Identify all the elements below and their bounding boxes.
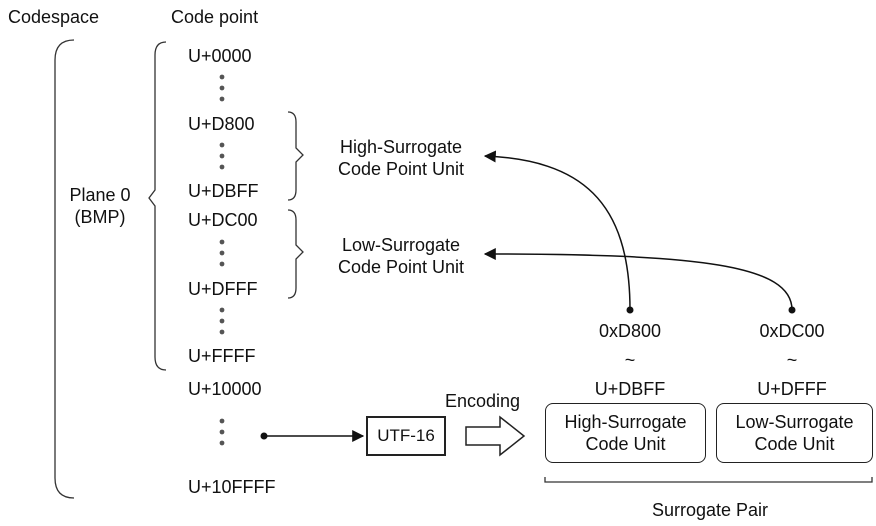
low-surrogate-unit-line1: Low-Surrogate	[341, 235, 461, 255]
high-code-unit-line2: Code Unit	[585, 434, 666, 454]
pair-bracket	[544, 477, 873, 483]
high-range-brace	[287, 111, 304, 201]
encoding-label: Encoding	[445, 391, 521, 411]
code-point-supp-end: U+10FFFF	[188, 477, 276, 497]
low-surrogate-unit-label: Low-Surrogate Code Point Unit	[316, 234, 486, 278]
high-code-unit-line1: High-Surrogate	[564, 412, 687, 432]
code-point-low-end: U+DFFF	[188, 279, 258, 299]
low-surrogate-unit-line2: Code Point Unit	[337, 257, 465, 277]
codespace-header: Codespace	[8, 7, 100, 27]
code-point-start: U+0000	[188, 46, 252, 66]
high-surrogate-unit-label: High-Surrogate Code Point Unit	[316, 136, 486, 180]
high-surrogate-code-unit-box: High-Surrogate Code Unit	[545, 403, 706, 463]
plane-label: Plane 0 (BMP)	[58, 184, 142, 228]
low-range: 0xDC00 ~ U+DFFF	[732, 317, 852, 404]
low-range-brace	[287, 209, 304, 299]
code-point-high-start: U+D800	[188, 114, 255, 134]
code-point-low-start: U+DC00	[188, 210, 258, 230]
high-range-start: 0xD800	[598, 321, 662, 341]
low-mapping-arrow	[483, 248, 793, 311]
plane-abbrev: (BMP)	[74, 207, 126, 227]
code-point-high-end: U+DBFF	[188, 181, 259, 201]
utf16-box: UTF-16	[366, 416, 446, 456]
low-range-end: U+DFFF	[757, 379, 827, 399]
low-surrogate-code-unit-box: Low-Surrogate Code Unit	[716, 403, 873, 463]
ellipsis-dots	[219, 74, 225, 446]
encoding-arrow	[465, 415, 526, 457]
high-mapping-arrow	[483, 150, 631, 311]
high-range: 0xD800 ~ U+DBFF	[570, 317, 690, 404]
surrogate-pair-label: Surrogate Pair	[651, 500, 769, 520]
code-point-header: Code point	[171, 7, 259, 27]
high-surrogate-unit-line1: High-Surrogate	[339, 137, 463, 157]
high-range-tilde: ~	[624, 350, 636, 370]
code-point-supp-start: U+10000	[188, 379, 262, 399]
low-code-unit-line2: Code Unit	[754, 434, 835, 454]
plane-name: Plane 0	[69, 185, 131, 205]
high-surrogate-unit-line2: Code Point Unit	[337, 159, 465, 179]
codespace-brace	[54, 39, 75, 499]
low-range-start: 0xDC00	[759, 321, 825, 341]
code-point-bmp-end: U+FFFF	[188, 346, 256, 366]
bmp-brace	[148, 41, 167, 371]
low-range-tilde: ~	[786, 350, 798, 370]
high-range-end: U+DBFF	[594, 379, 666, 399]
low-code-unit-line1: Low-Surrogate	[735, 412, 854, 432]
